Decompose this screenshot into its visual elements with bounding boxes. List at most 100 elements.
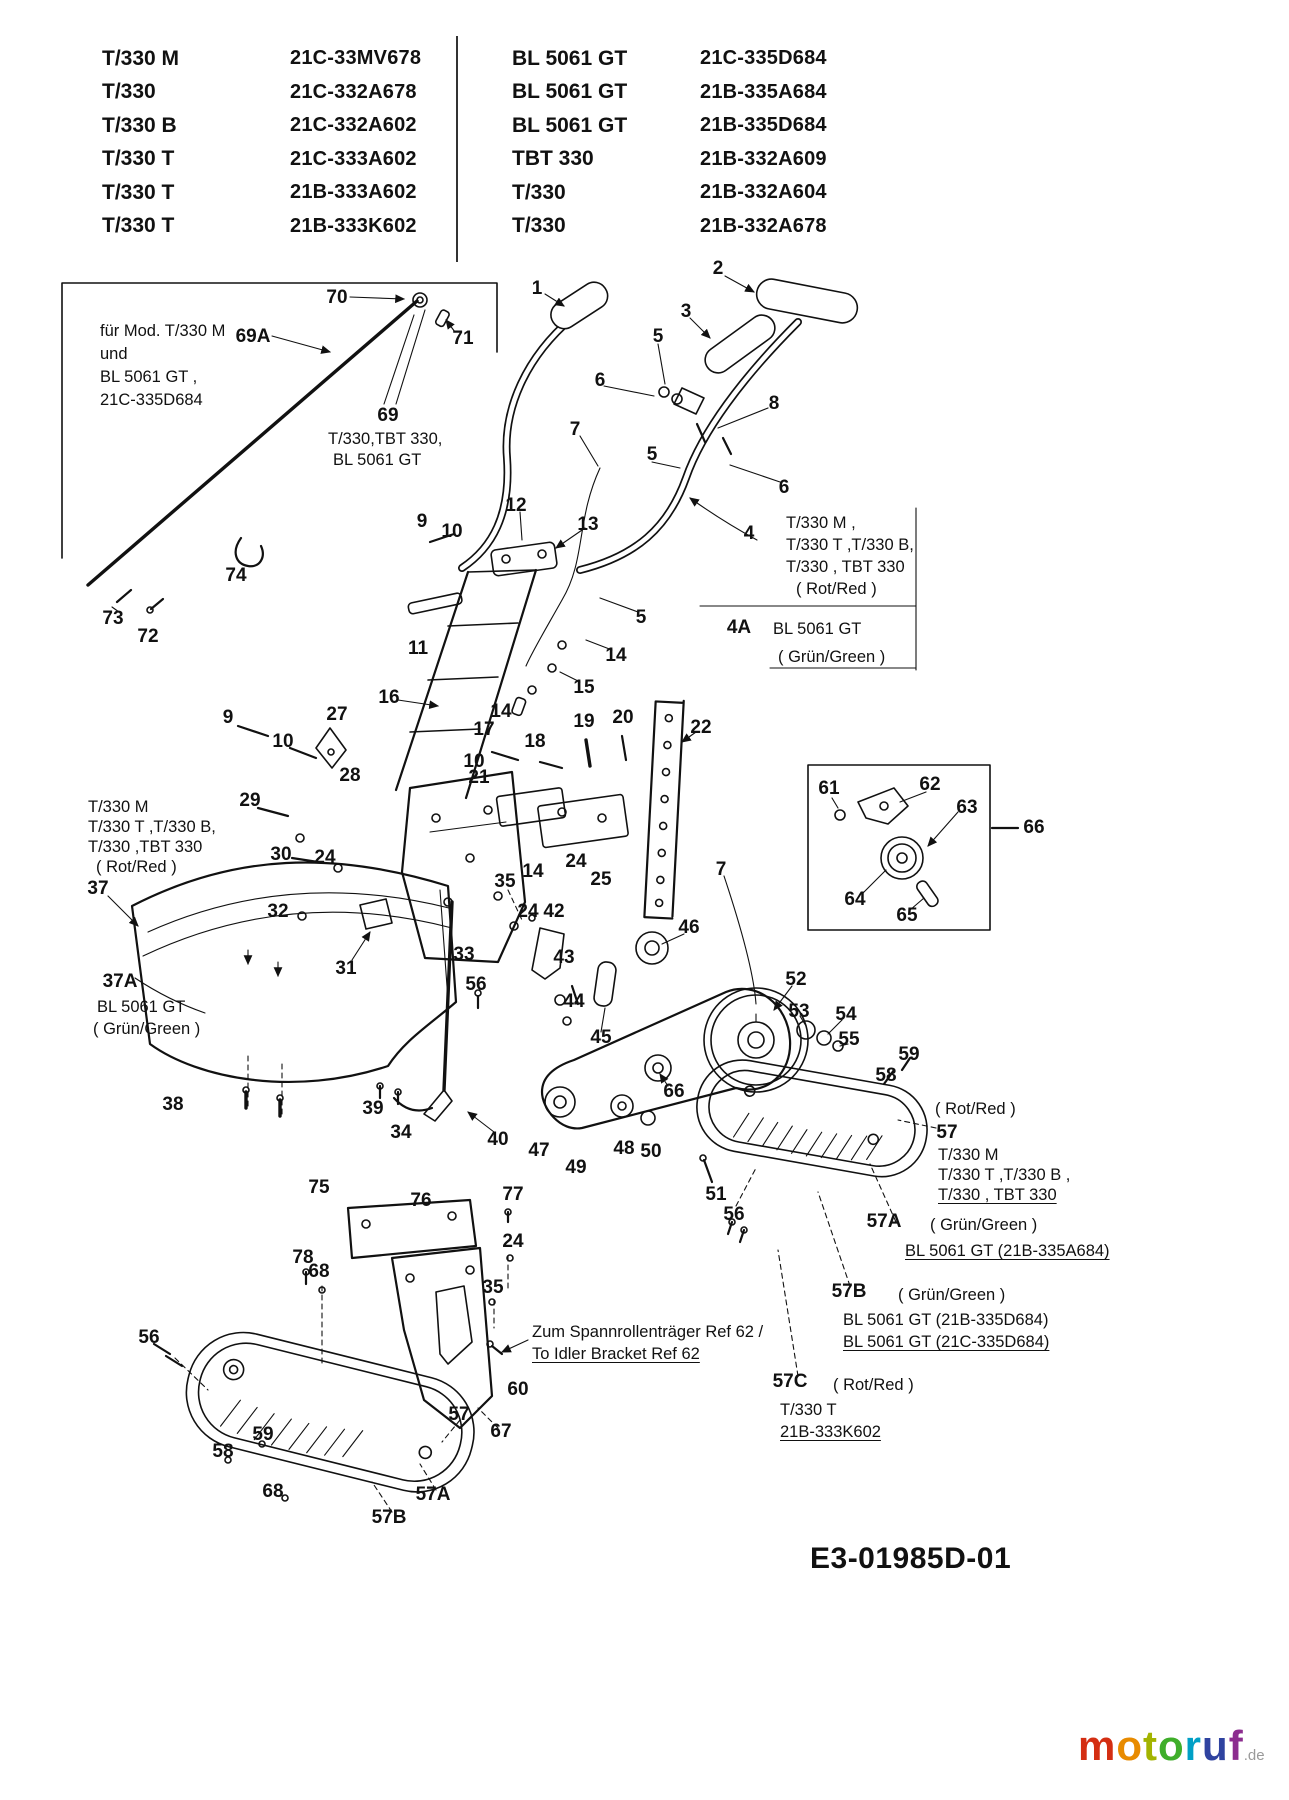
part-callout: 68 [262, 1481, 284, 1502]
part-callout: 20 [612, 707, 634, 728]
annotation-note: T/330 M , [786, 514, 856, 532]
annotation-note: T/330 T ,T/330 B, [786, 536, 914, 554]
logo-letter: r [1184, 1722, 1203, 1769]
part-callout: 12 [505, 495, 527, 516]
part-number: 21C-33MV678 [290, 47, 422, 70]
part-callout: 56 [138, 1327, 160, 1348]
part-callout: 17 [473, 719, 495, 740]
part-callout: 15 [573, 677, 595, 698]
part-callout: 27 [326, 704, 348, 725]
model-name: T/330 [102, 80, 156, 104]
part-callout: 22 [690, 717, 712, 738]
part-callout: 62 [919, 774, 941, 795]
part-callout: 28 [339, 765, 361, 786]
model-table-right: BL 5061 GT 21C-335D684 BL 5061 GT 21B-33… [512, 42, 827, 243]
model-name: TBT 330 [512, 147, 594, 171]
model-name: T/330 T [102, 214, 175, 238]
part-callout: 69 [377, 405, 399, 426]
part-callout: 58 [212, 1441, 234, 1462]
handlebar-assembly [458, 275, 859, 667]
model-name: BL 5061 GT [512, 113, 628, 137]
part-callout: 57 [936, 1122, 958, 1143]
part-number: 21B-332A609 [700, 147, 827, 170]
annotation-note: BL 5061 GT , [100, 368, 198, 386]
annotation-note: BL 5061 GT (21B-335A684) [905, 1242, 1110, 1260]
part-callout: 72 [137, 626, 159, 647]
table-row: TBT 330 21B-332A609 [512, 143, 827, 177]
part-callout: 52 [785, 969, 807, 990]
part-callout: 57 [448, 1404, 470, 1425]
part-callout: 66 [1023, 817, 1045, 838]
part-callout: 19 [573, 711, 595, 732]
part-callout: 3 [680, 301, 692, 322]
part-callout: 68 [308, 1261, 330, 1282]
annotation-note: BL 5061 GT (21B-335D684) [843, 1311, 1049, 1329]
belt-cover-right [696, 1056, 937, 1377]
model-table-left: T/330 M 21C-33MV678 T/330 21C-332A678 T/… [102, 42, 421, 243]
model-name: BL 5061 GT [512, 46, 628, 70]
part-callout: 21 [468, 767, 490, 788]
table-row: T/330 21B-332A678 [512, 210, 827, 244]
motoruf-logo: motoruf.de [1078, 1722, 1265, 1770]
part-callout: 65 [896, 905, 918, 926]
part-callout: 45 [590, 1027, 612, 1048]
part-callout: 78 [292, 1247, 314, 1268]
part-callout: 4A [726, 617, 752, 638]
part-callout: 48 [613, 1138, 635, 1159]
tine-shield [107, 861, 458, 1118]
part-callout: 46 [678, 917, 700, 938]
annotation-note: T/330 T [780, 1401, 837, 1419]
part-callout: 37A [102, 971, 138, 992]
bottom-cover-assembly [152, 1198, 529, 1513]
annotation-note: T/330,TBT 330, [328, 430, 443, 448]
part-callout: 18 [524, 731, 546, 752]
annotation-note: Zum Spannrollenträger Ref 62 / [532, 1323, 764, 1341]
part-callout: 77 [502, 1184, 524, 1205]
part-callout: 14 [605, 645, 627, 666]
logo-letter: t [1143, 1722, 1159, 1769]
part-number: 21B-335A684 [700, 80, 827, 103]
annotation-note: ( Rot/Red ) [796, 580, 877, 598]
part-callout: 40 [487, 1129, 509, 1150]
part-callout: 71 [452, 328, 474, 349]
annotation-note: für Mod. T/330 M [100, 322, 226, 340]
table-row: BL 5061 GT 21C-335D684 [512, 42, 827, 76]
part-callout: 8 [768, 393, 780, 414]
part-callout: 24 [565, 851, 587, 872]
part-callout: 57B [831, 1281, 867, 1302]
part-callout: 9 [222, 707, 234, 728]
annotation-note: T/330 M [88, 798, 149, 816]
part-callout: 29 [239, 790, 261, 811]
part-callout: 34 [390, 1122, 412, 1143]
part-callout: 43 [553, 947, 575, 968]
annotation-note: BL 5061 GT [97, 998, 186, 1016]
depth-bar-parts [376, 889, 685, 1133]
part-callout: 73 [102, 608, 124, 629]
logo-letter: f [1228, 1722, 1244, 1769]
part-callout: 49 [565, 1157, 587, 1178]
annotation-rule-lines [689, 497, 917, 671]
table-row: T/330 T 21B-333K602 [102, 210, 421, 244]
part-callout: 2 [712, 258, 724, 279]
table-row: T/330 21C-332A678 [102, 76, 421, 110]
part-number: 21B-335D684 [700, 114, 827, 137]
part-callout: 50 [640, 1141, 662, 1162]
annotation-note: T/330 , TBT 330 [938, 1186, 1057, 1204]
part-callout: 69A [235, 326, 271, 347]
cable-inset-box [61, 282, 498, 614]
table-row: T/330 T 21B-333A602 [102, 176, 421, 210]
part-callout: 16 [378, 687, 400, 708]
model-name: T/330 T [102, 180, 175, 204]
annotation-note: BL 5061 GT [333, 451, 422, 469]
part-callout: 39 [362, 1098, 384, 1119]
part-callout: 47 [528, 1140, 550, 1161]
annotation-note: ( Grün/Green ) [778, 648, 886, 666]
part-callout: 10 [441, 521, 463, 542]
logo-letters: motoruf [1078, 1722, 1244, 1769]
model-name: T/330 [512, 180, 566, 204]
table-divider [456, 36, 458, 262]
model-name: T/330 [512, 214, 566, 238]
annotation-note: To Idler Bracket Ref 62 [532, 1345, 700, 1363]
annotation-note: ( Rot/Red ) [96, 858, 177, 876]
part-callout: 42 [543, 901, 565, 922]
